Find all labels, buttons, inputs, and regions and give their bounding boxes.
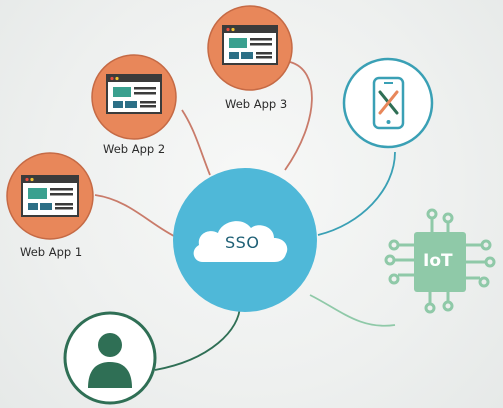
connector-web-app-2 xyxy=(181,109,211,176)
browser-window-icon xyxy=(21,175,79,217)
cloud-icon xyxy=(193,221,288,262)
node-web-app-3[interactable] xyxy=(207,5,293,91)
connector-web-app-1 xyxy=(94,194,179,239)
node-web-app-2[interactable] xyxy=(91,54,177,140)
web-app-2-label: Web App 2 xyxy=(103,142,166,156)
iot-chip-icon xyxy=(384,208,496,314)
iot-label: IoT xyxy=(423,251,453,271)
mobile-tools-icon xyxy=(372,76,405,130)
node-user[interactable] xyxy=(63,311,157,405)
connector-user xyxy=(154,304,241,371)
node-mobile[interactable] xyxy=(342,57,434,149)
sso-label: SSO xyxy=(225,233,260,252)
sso-hub[interactable] xyxy=(173,168,317,312)
node-web-app-1[interactable] xyxy=(6,152,94,240)
web-app-3-label: Web App 3 xyxy=(225,97,288,111)
web-app-1-label: Web App 1 xyxy=(20,245,83,259)
browser-window-icon xyxy=(222,25,278,65)
connector-web-app-3 xyxy=(284,61,313,171)
user-avatar-icon xyxy=(88,333,132,388)
connector-mobile xyxy=(317,151,396,236)
connectors xyxy=(94,61,396,371)
browser-window-icon xyxy=(106,74,162,114)
node-iot[interactable] xyxy=(384,208,496,314)
connector-iot xyxy=(309,294,396,327)
